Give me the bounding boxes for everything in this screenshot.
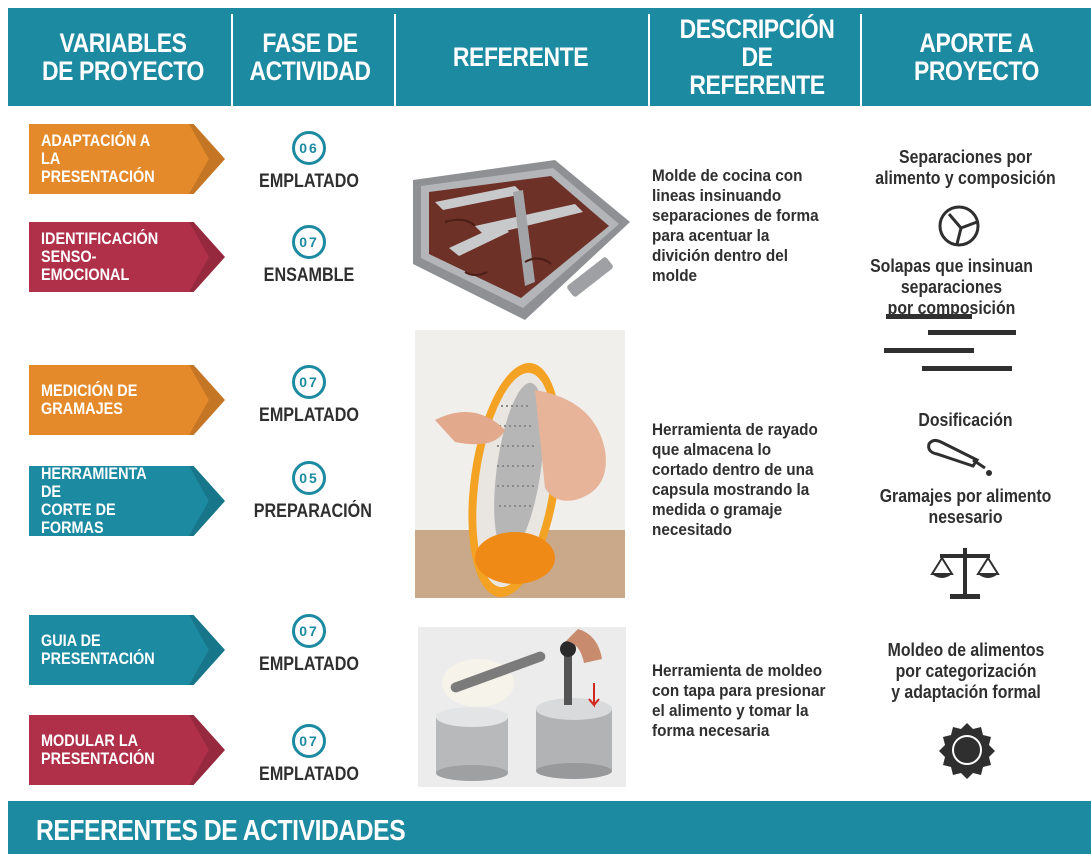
variable-arrow-modular: MODULAR LA PRESENTACIÓN <box>29 715 225 785</box>
phase-number-badge: 07 <box>292 724 326 758</box>
phase-item: 07 ENSAMBLE <box>244 225 374 287</box>
variable-arrow-herramienta: HERRAMIENTA DE CORTE DE FORMAS <box>29 466 225 536</box>
phase-label: EMPLATADO <box>259 654 359 675</box>
reference-description: Herramienta de moldeo con tapa para pres… <box>652 661 826 740</box>
contribution-text: Dosificación <box>918 410 1014 430</box>
phase-item: 07 EMPLATADO <box>244 365 374 427</box>
footer-title: REFERENTES DE ACTIVIDADES <box>36 815 406 847</box>
reference-description: Molde de cocina con lineas insinuando se… <box>652 166 819 285</box>
variable-arrow-medicion: MEDICIÓN DE GRAMAJES <box>29 365 225 435</box>
phase-number-badge: 06 <box>292 131 326 165</box>
gear-seal-icon <box>939 723 995 779</box>
phase-item: 06 EMPLATADO <box>244 131 374 193</box>
phase-label: ENSAMBLE <box>263 265 355 286</box>
phase-number-badge: 05 <box>292 461 326 495</box>
header-reference: REFERENTE <box>452 42 589 72</box>
variable-arrow-identificacion: IDENTIFICACIÓN SENSO-EMOCIONAL <box>29 222 225 292</box>
header-divider <box>231 14 233 106</box>
phase-label: EMPLATADO <box>259 171 359 192</box>
phase-number-badge: 07 <box>292 225 326 259</box>
phase-item: 05 PREPARACIÓN <box>244 461 374 523</box>
header-divider <box>648 14 650 106</box>
contribution-text: Gramajes por alimento nesesario <box>880 486 1052 527</box>
phase-label: EMPLATADO <box>259 764 359 785</box>
dropper-icon <box>927 438 992 476</box>
header-phase: FASE DE ACTIVIDAD <box>249 28 371 86</box>
scale-icon <box>930 548 1000 599</box>
baking-pan-image <box>413 160 630 320</box>
separation-icon <box>938 205 980 247</box>
phase-item: 07 EMPLATADO <box>244 614 374 676</box>
header-variables: VARIABLES DE PROYECTO <box>42 28 204 86</box>
grater-image <box>415 330 625 598</box>
variable-arrow-guia: GUIA DE PRESENTACIÓN <box>29 615 225 685</box>
header-divider <box>394 14 396 106</box>
molding-tool-image <box>418 627 626 787</box>
phase-label: EMPLATADO <box>259 405 359 426</box>
contribution-text: Separaciones por alimento y composición <box>875 147 1057 188</box>
reference-description: Herramienta de rayado que almacena lo co… <box>652 420 818 539</box>
phase-number-badge: 07 <box>292 614 326 648</box>
contribution-text: Solapas que insinuan separaciones por co… <box>870 256 1033 318</box>
footer-bar: REFERENTES DE ACTIVIDADES <box>8 801 1091 854</box>
header-contribution: APORTE A PROYECTO <box>914 28 1039 86</box>
header-divider <box>860 14 862 106</box>
bars-icon <box>884 314 1016 371</box>
phase-label: PREPARACIÓN <box>253 501 372 522</box>
table-header: VARIABLES DE PROYECTO FASE DE ACTIVIDAD … <box>8 8 1091 106</box>
phase-number-badge: 07 <box>292 365 326 399</box>
header-description: DESCRIPCIÓN DE REFERENTE <box>679 14 835 100</box>
contribution-text: Moldeo de alimentos por categorización y… <box>887 640 1045 702</box>
variable-arrow-adaptacion: ADAPTACIÓN A LA PRESENTACIÓN <box>29 124 225 194</box>
phase-item: 07 EMPLATADO <box>244 724 374 786</box>
